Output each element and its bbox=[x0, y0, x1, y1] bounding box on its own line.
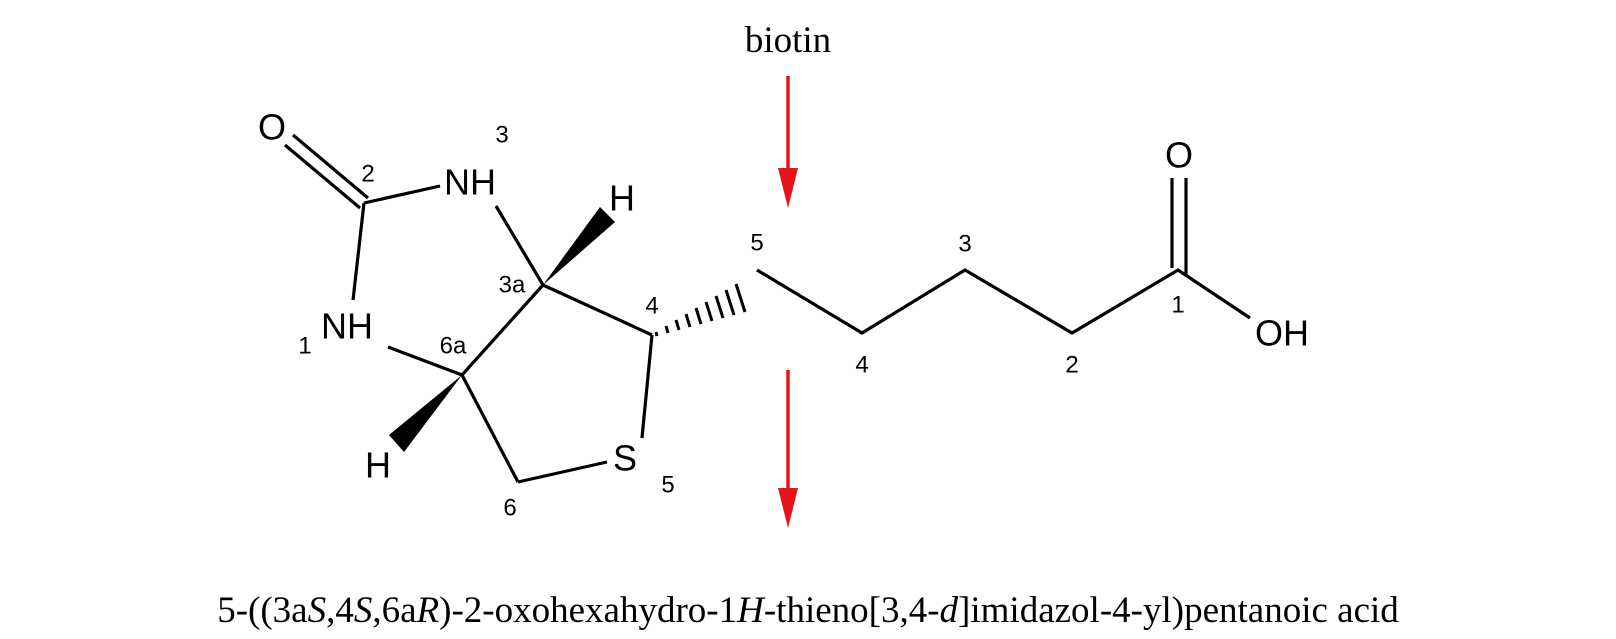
atom-nh-1: NH bbox=[321, 306, 373, 347]
iupac-name-segment: d bbox=[940, 590, 959, 631]
hashed-bond-c4-c5 bbox=[654, 283, 747, 337]
iupac-name-segment: 5-((3a bbox=[217, 590, 307, 631]
iupac-name-segment: ,6a bbox=[372, 590, 416, 631]
locant-ring-6a: 6a bbox=[440, 333, 467, 360]
iupac-name-segment: ]imidazol-4-yl)pentanoic acid bbox=[958, 590, 1399, 631]
locant-ring-2: 2 bbox=[361, 161, 374, 188]
ring-bonds bbox=[283, 133, 654, 484]
bond-c3a-c4 bbox=[542, 283, 653, 337]
iupac-name: 5-((3aS,4S,6aR)-2-oxohexahydro-1H-thieno… bbox=[217, 590, 1399, 631]
atom-sulfur: S bbox=[613, 438, 637, 479]
locant-chain-2: 2 bbox=[1065, 352, 1078, 379]
atom-oxygen-acid: O bbox=[1165, 135, 1193, 176]
locant-chain-5: 5 bbox=[750, 230, 763, 257]
iupac-name-segment: H bbox=[736, 590, 766, 631]
iupac-name-segment: S bbox=[308, 590, 327, 631]
locant-ring-3: 3 bbox=[495, 122, 508, 149]
locant-chain-1: 1 bbox=[1171, 292, 1184, 319]
locant-ring-4: 4 bbox=[645, 293, 658, 320]
locant-ring-1: 1 bbox=[298, 333, 311, 360]
bond-c4-s bbox=[640, 334, 654, 439]
diagram-title: biotin bbox=[745, 20, 831, 61]
wedge-bond-c6a-h bbox=[389, 375, 462, 452]
iupac-name-segment: -thieno[3,4- bbox=[764, 590, 940, 631]
bond-n1-c2 bbox=[351, 202, 366, 301]
locant-ring-3a: 3a bbox=[499, 272, 526, 299]
iupac-name-segment: )-2-oxohexahydro-1 bbox=[439, 590, 737, 631]
bond-c6-c6a bbox=[460, 374, 520, 483]
bottom-arrow bbox=[778, 370, 798, 528]
iupac-name-segment: ,4 bbox=[326, 590, 354, 631]
double-bond-c2-o bbox=[291, 133, 370, 200]
iupac-name-segment: R bbox=[416, 590, 440, 631]
wedge-bond-c3a-h bbox=[543, 207, 615, 285]
top-arrow bbox=[778, 76, 798, 208]
atom-hydroxyl: OH bbox=[1255, 313, 1309, 354]
bond-s-c6 bbox=[517, 460, 608, 484]
locant-ring-5: 5 bbox=[661, 472, 674, 499]
atom-h-6a: H bbox=[365, 445, 391, 486]
locant-chain-4: 4 bbox=[855, 352, 868, 379]
bond-c2-n3 bbox=[363, 184, 441, 205]
bond-n3-c3a bbox=[494, 205, 545, 286]
pentanoic-chain bbox=[756, 268, 1251, 335]
atom-oxygen-urea: O bbox=[258, 107, 286, 148]
atom-nh-3: NH bbox=[444, 162, 496, 203]
bond-c6a-n1 bbox=[387, 345, 463, 377]
locant-chain-3: 3 bbox=[958, 231, 971, 258]
iupac-name-segment: S bbox=[354, 590, 373, 631]
atom-h-3a: H bbox=[609, 178, 635, 219]
bond-c6a-c3a bbox=[460, 283, 545, 377]
locant-ring-6: 6 bbox=[503, 495, 516, 522]
